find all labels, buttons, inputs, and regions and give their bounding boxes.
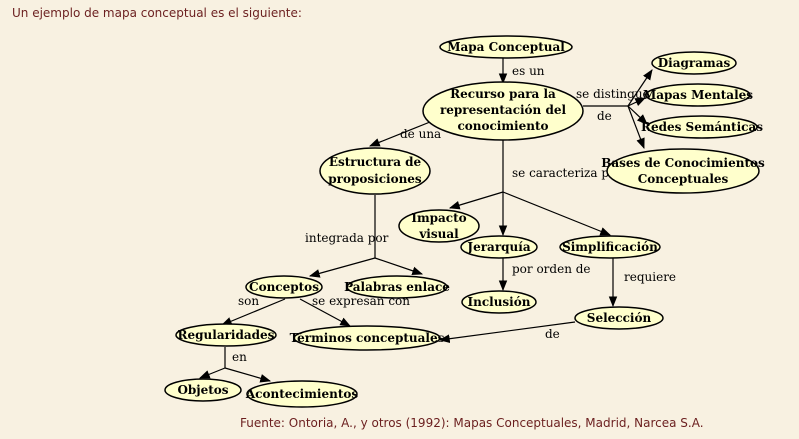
edge-to-objetos xyxy=(198,367,226,379)
source-citation: Fuente: Ontoria, A., y otros (1992): Map… xyxy=(240,416,704,430)
edge-conceptos-regularidades xyxy=(221,298,286,326)
node-impacto-visual: Impacto visual xyxy=(398,209,480,243)
svg-text:Mapas Mentales: Mapas Mentales xyxy=(643,88,753,102)
svg-text:Selección: Selección xyxy=(587,311,652,325)
edge-to-bases xyxy=(627,105,645,150)
svg-text:conocimiento: conocimiento xyxy=(457,119,548,133)
node-regularidades: Regularidades xyxy=(175,323,277,347)
svg-text:Términos conceptuales: Términos conceptuales xyxy=(290,331,445,345)
svg-text:Regularidades: Regularidades xyxy=(178,328,275,342)
node-estructura: Estructura de proposiciones xyxy=(319,147,431,195)
svg-text:representación del: representación del xyxy=(440,103,567,117)
intro-text: Un ejemplo de mapa conceptual es el sigu… xyxy=(12,6,302,20)
edges xyxy=(198,57,653,383)
node-seleccion: Selección xyxy=(574,306,664,330)
svg-text:Diagramas: Diagramas xyxy=(658,56,731,70)
svg-text:Acontecimientos: Acontecimientos xyxy=(245,387,359,401)
edge-to-mapas-mentales xyxy=(627,97,646,107)
edge-to-diagramas xyxy=(627,69,653,107)
svg-text:Recurso para la: Recurso para la xyxy=(450,87,556,101)
node-diagramas: Diagramas xyxy=(651,51,737,75)
svg-text:Simplificación: Simplificación xyxy=(562,240,658,254)
svg-text:Conceptuales: Conceptuales xyxy=(638,172,729,186)
node-jerarquia: Jerarquía xyxy=(460,235,538,259)
link-son: son xyxy=(238,294,259,308)
svg-text:Inclusión: Inclusión xyxy=(468,295,531,309)
svg-text:Impacto: Impacto xyxy=(411,211,466,225)
svg-text:Estructura de: Estructura de xyxy=(329,155,422,169)
edge-to-redes xyxy=(627,105,648,125)
node-objetos: Objetos xyxy=(164,378,242,402)
edge-to-impacto xyxy=(448,191,504,210)
svg-text:Bases de Conocimientos: Bases de Conocimientos xyxy=(601,156,765,170)
link-de-una: de una xyxy=(400,127,441,141)
link-se-distingue: se distingue xyxy=(576,87,650,101)
link-en: en xyxy=(232,350,247,364)
link-se-caracteriza: se caracteriza por xyxy=(512,166,622,180)
svg-text:proposiciones: proposiciones xyxy=(328,172,422,186)
node-inclusion: Inclusión xyxy=(461,290,537,314)
svg-text:Palabras enlace: Palabras enlace xyxy=(344,280,450,294)
svg-text:Objetos: Objetos xyxy=(177,383,228,397)
node-palabras-enlace: Palabras enlace xyxy=(344,275,450,299)
node-mapa-conceptual: Mapa Conceptual xyxy=(439,35,573,59)
link-de-2: de xyxy=(545,327,560,341)
edge-recurso-estructura xyxy=(368,121,431,147)
edge-to-palabras xyxy=(374,257,424,275)
svg-text:Jerarquía: Jerarquía xyxy=(466,240,530,254)
edge-to-simplificacion xyxy=(502,191,612,236)
node-conceptos: Conceptos xyxy=(245,275,323,299)
node-bases-conocimientos: Bases de Conocimientos Conceptuales xyxy=(601,148,765,194)
node-acontecimientos: Acontecimientos xyxy=(245,380,359,408)
link-por-orden: por orden de xyxy=(512,262,591,276)
link-requiere: requiere xyxy=(624,270,676,284)
node-mapas-mentales: Mapas Mentales xyxy=(643,83,753,107)
link-de: de xyxy=(597,109,612,123)
node-simplificacion: Simplificación xyxy=(559,235,661,259)
edge-to-conceptos xyxy=(308,257,376,278)
node-redes-semanticas: Redes Semánticas xyxy=(641,115,763,139)
svg-text:visual: visual xyxy=(418,227,459,241)
edge-seleccion-terminos xyxy=(438,321,576,343)
node-recurso: Recurso para la representación del conoc… xyxy=(422,81,584,141)
edge-to-acontecimientos xyxy=(224,367,272,383)
node-terminos-conceptuales: Términos conceptuales xyxy=(290,325,445,351)
svg-text:Mapa Conceptual: Mapa Conceptual xyxy=(447,40,565,54)
svg-text:Redes Semánticas: Redes Semánticas xyxy=(641,120,763,134)
svg-text:Conceptos: Conceptos xyxy=(249,280,319,294)
edge-conceptos-terminos xyxy=(299,298,351,327)
link-integrada: integrada por xyxy=(305,231,389,245)
link-es-un: es un xyxy=(512,64,545,78)
